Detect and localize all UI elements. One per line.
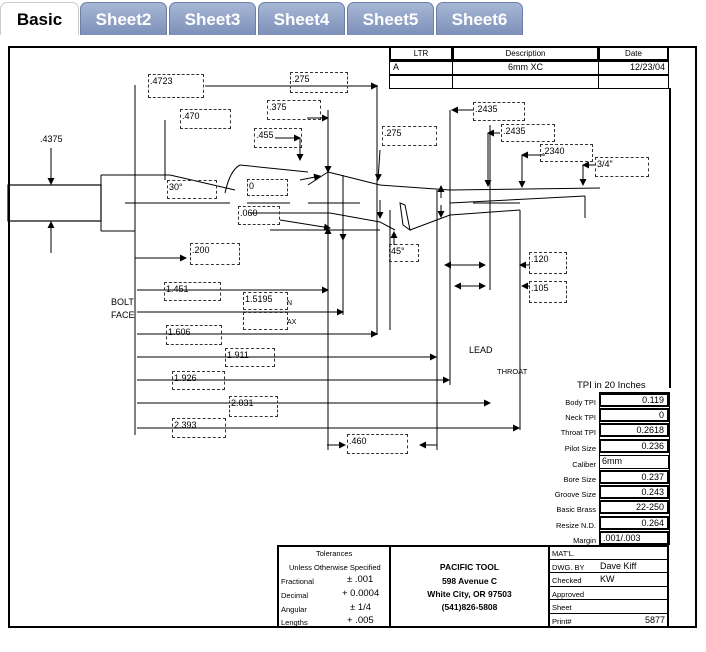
matl-label: MAT'L. <box>552 549 575 558</box>
dim-angle-0[interactable]: 0 <box>247 179 288 196</box>
print-value[interactable]: 5877 <box>644 615 665 625</box>
tpi-value-neck[interactable]: 0 <box>599 408 669 422</box>
tol-label-decimal: Decimal <box>281 591 309 600</box>
tpi-label-groove: Groove Size <box>554 490 596 499</box>
rev-row-ltr: A <box>389 61 453 75</box>
dim-2340[interactable]: .2340 <box>540 144 593 162</box>
dim-105[interactable]: .105 <box>529 281 567 303</box>
tpi-value-bore[interactable]: 0.237 <box>599 470 669 484</box>
tpi-label-resize: Resize N.D. <box>555 521 596 530</box>
label-bolt: BOLT <box>111 297 134 307</box>
tpi-label-caliber: Caliber <box>572 460 596 469</box>
tol-label-angular: Angular <box>281 605 307 614</box>
sheet-label: Sheet <box>552 603 572 612</box>
tpi-value-resize[interactable]: 0.264 <box>599 516 669 530</box>
tpi-label-bore: Bore Size <box>563 475 596 484</box>
tab-basic[interactable]: Basic <box>0 2 79 35</box>
tol-label-fractional: Fractional <box>281 577 314 586</box>
dim-200[interactable]: .200 <box>190 243 240 265</box>
company-address: 598 Avenue C <box>441 576 498 586</box>
dwg-by-label: DWG. BY <box>552 563 585 572</box>
tpi-value-brass[interactable]: 22-250 <box>599 500 669 514</box>
right-rule <box>669 88 671 388</box>
company-name: PACIFIC TOOL <box>439 562 500 572</box>
tpi-label-brass: Basic Brass <box>556 505 596 514</box>
tpi-value-groove[interactable]: 0.243 <box>599 485 669 499</box>
tpi-value-caliber[interactable]: 6mm <box>599 455 669 469</box>
dwg-by-value[interactable]: Dave Kiff <box>600 561 637 571</box>
dim-120[interactable]: .120 <box>529 252 567 274</box>
company-city: White City, OR 97503 <box>427 589 512 599</box>
dim-375[interactable]: .375 <box>267 100 321 120</box>
dim-1926[interactable]: 1.926 <box>172 371 225 390</box>
tpi-label-body: Body TPI <box>565 398 596 407</box>
dim-2435-b[interactable]: .2435 <box>501 124 555 142</box>
tab-sheet4[interactable]: Sheet4 <box>258 2 345 35</box>
tol-value-angular: ± 1/4 <box>350 602 372 613</box>
rev-empty-ltr <box>389 75 453 89</box>
signoff-block <box>548 545 669 628</box>
checked-value[interactable]: KW <box>600 574 615 584</box>
dim-15195[interactable]: 1.5195 <box>243 292 288 310</box>
dim-max-suffix: AX <box>287 319 297 326</box>
tab-sheet5[interactable]: Sheet5 <box>347 2 434 35</box>
dim-060[interactable]: .060 <box>238 206 280 225</box>
tpi-value-pilot[interactable]: 0.236 <box>599 439 669 453</box>
label-face: FACE <box>111 310 135 320</box>
checked-label: Checked <box>552 576 582 585</box>
tol-value-decimal: + 0.0004 <box>342 588 380 599</box>
dim-2031[interactable]: 2.031 <box>229 396 278 417</box>
rev-header-date: Date <box>598 46 669 61</box>
label-lead: LEAD <box>469 345 493 355</box>
tab-sheet6[interactable]: Sheet6 <box>436 2 523 35</box>
tolerances-title: Tolerances <box>316 549 353 558</box>
dim-2393[interactable]: 2.393 <box>172 418 226 438</box>
dim-angle-30[interactable]: 30° <box>167 180 217 199</box>
tpi-label-pilot: Pilot Size <box>564 444 596 453</box>
tpi-value-margin[interactable]: .001/.003 <box>599 531 669 545</box>
tpi-value-throat[interactable]: 0.2618 <box>599 423 669 437</box>
company-block <box>389 545 550 628</box>
label-throat: THROAT <box>497 367 528 376</box>
tpi-label-neck: Neck TPI <box>565 413 596 422</box>
rev-empty-date <box>598 75 669 89</box>
dim-2435-a[interactable]: .2435 <box>473 102 525 121</box>
tol-label-lengths: Lengths <box>281 618 308 627</box>
tpi-label-margin: Margin <box>573 536 596 545</box>
dim-1451[interactable]: 1.451 <box>164 282 221 301</box>
rev-empty-description <box>452 75 599 89</box>
rev-header-ltr: LTR <box>389 46 453 61</box>
rev-header-description: Description <box>452 46 599 61</box>
company-phone: (541)826-5808 <box>441 602 498 612</box>
tpi-value-body[interactable]: 0.119 <box>599 393 669 407</box>
dim-3-4[interactable]: 3/4" <box>595 157 649 177</box>
tolerances-subtitle: Unless Otherwise Specified <box>289 563 381 572</box>
tab-sheet2[interactable]: Sheet2 <box>80 2 167 35</box>
tab-sheet3[interactable]: Sheet3 <box>169 2 256 35</box>
dim-angle-45[interactable]: 45° <box>389 244 419 262</box>
dim-470[interactable]: .470 <box>180 109 231 129</box>
tol-value-lengths: + .005 <box>347 615 374 626</box>
dim-275-mid[interactable]: .275 <box>382 126 437 146</box>
rev-row-description: 6mm XC <box>452 61 599 75</box>
sheet-tabs: Basic Sheet2 Sheet3 Sheet4 Sheet5 Sheet6 <box>0 0 706 38</box>
dim-shank-dia: .4375 <box>40 134 63 144</box>
dim-4723[interactable]: .4723 <box>148 74 204 98</box>
dim-455[interactable]: .455 <box>254 128 302 148</box>
dim-1911[interactable]: 1.911 <box>225 348 275 367</box>
dim-275-top[interactable]: .275 <box>290 72 348 93</box>
dim-min-suffix: N <box>287 300 293 307</box>
print-label: Print# <box>552 617 572 626</box>
tpi-label-throat: Throat TPI <box>560 428 596 437</box>
rev-row-date: 12/23/04 <box>598 61 669 75</box>
dim-460[interactable]: .460 <box>347 434 408 454</box>
dim-1606[interactable]: 1.606 <box>166 325 222 345</box>
tpi-title: TPI in 20 Inches <box>577 380 646 391</box>
approved-label: Approved <box>552 590 585 599</box>
tol-value-fractional: ± .001 <box>347 574 374 585</box>
dim-15195-max[interactable] <box>243 312 288 330</box>
